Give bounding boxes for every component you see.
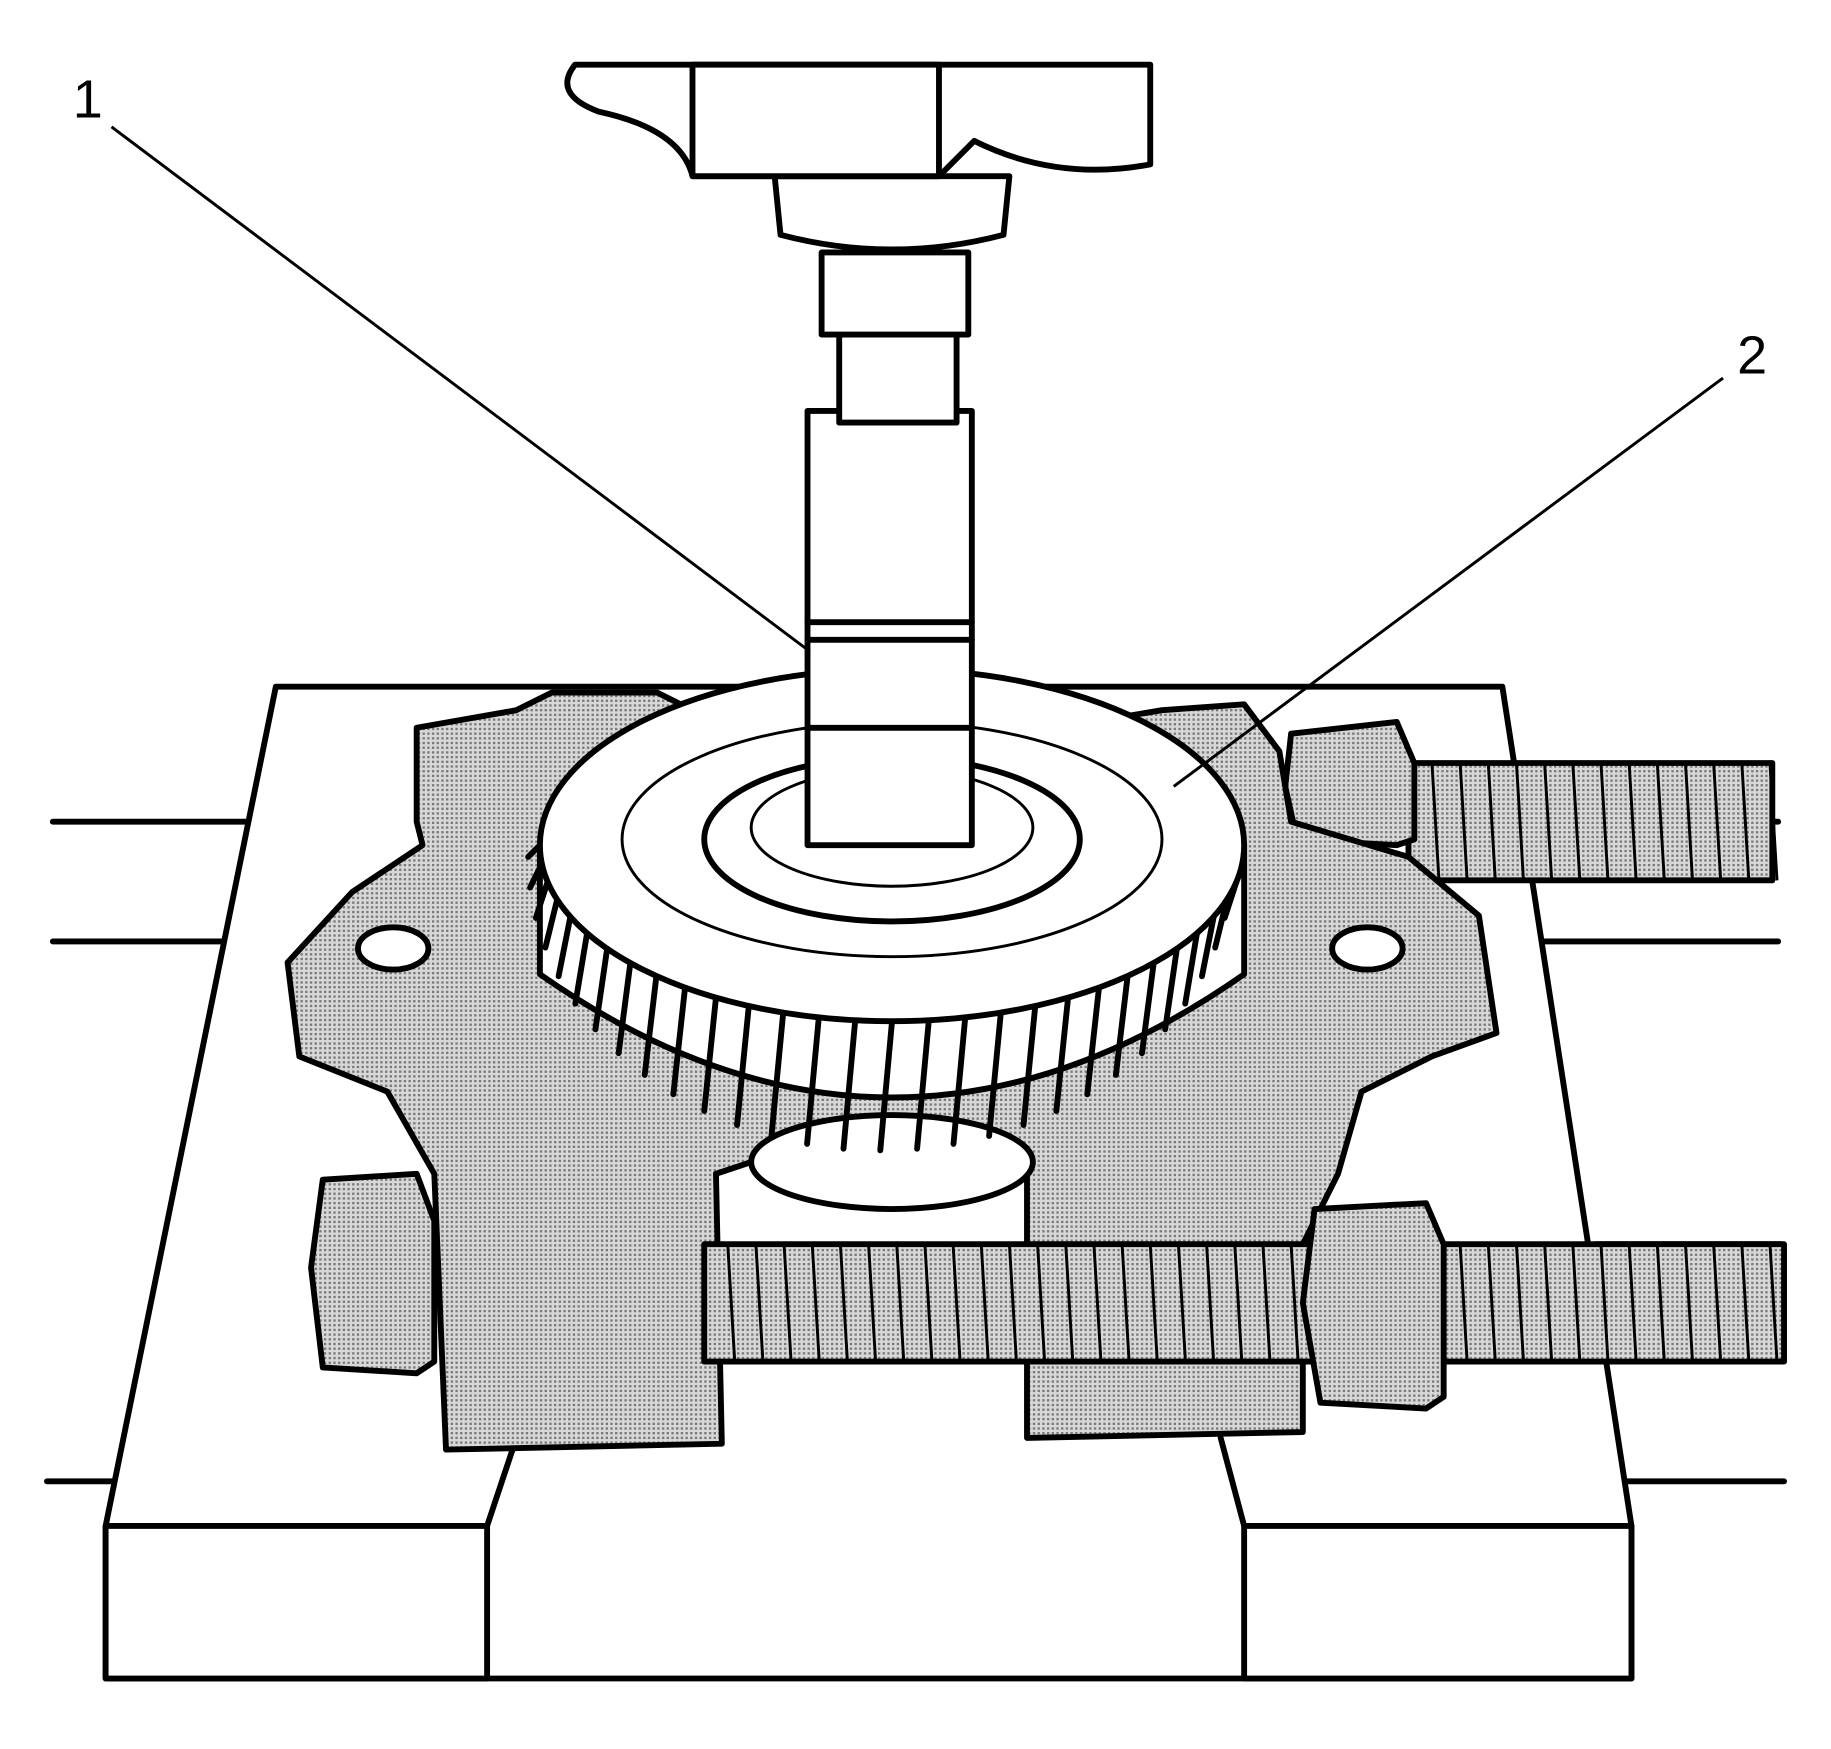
decorative-stroke	[979, 1244, 990, 1362]
decorative-stroke	[542, 896, 561, 951]
decorative-stroke	[615, 960, 634, 1057]
decorative-stroke	[1768, 1244, 1779, 1362]
decorative-stroke	[1053, 994, 1072, 1114]
decorative-stroke	[810, 1244, 821, 1362]
decorative-stroke	[726, 1244, 737, 1362]
upper-threaded-rod	[1282, 718, 1779, 884]
decorative-stroke	[572, 930, 591, 1007]
decorative-stroke	[1084, 984, 1102, 1098]
decorative-stroke	[1543, 1244, 1554, 1362]
decorative-stroke	[1514, 762, 1525, 881]
decorative-stroke	[782, 1244, 793, 1362]
decorative-stroke	[1627, 762, 1638, 881]
callout-label-2: 2	[1737, 325, 1767, 385]
decorative-stroke	[1655, 762, 1666, 881]
decorative-stroke	[840, 1017, 859, 1152]
decorative-stroke	[1458, 1244, 1469, 1362]
decorative-stroke	[1599, 762, 1610, 881]
decorative-stroke	[804, 1014, 822, 1147]
decorative-stroke	[1120, 1244, 1131, 1362]
decorative-stroke	[1514, 1244, 1525, 1362]
decorative-stroke	[1148, 1244, 1159, 1362]
decorative-stroke	[768, 1009, 787, 1139]
decorative-stroke	[923, 1244, 934, 1362]
decorative-stroke	[1212, 896, 1230, 951]
decorative-stroke	[1007, 1244, 1018, 1362]
right-support-block	[1241, 1522, 1635, 1682]
left-support-block	[102, 1522, 491, 1682]
decorative-stroke	[1430, 762, 1441, 881]
left-mount-hole	[355, 924, 432, 973]
decorative-stroke	[1458, 762, 1469, 881]
decorative-stroke	[1627, 1244, 1638, 1362]
decorative-stroke	[1182, 930, 1200, 1007]
decorative-stroke	[1655, 1244, 1666, 1362]
decorative-stroke	[877, 1018, 895, 1154]
decorative-stroke	[670, 984, 688, 1098]
decorative-stroke	[1064, 1244, 1075, 1362]
callout-2: 2	[1172, 325, 1767, 788]
decorative-stroke	[914, 1017, 932, 1152]
decorative-stroke	[1199, 913, 1217, 980]
decorative-stroke	[1571, 762, 1582, 881]
decorative-stroke	[1020, 1003, 1039, 1128]
right-hex-nut	[1299, 1200, 1447, 1412]
decorative-stroke	[895, 1244, 906, 1362]
decorative-stroke	[1162, 945, 1180, 1033]
decorative-stroke	[867, 1244, 878, 1362]
callout-1: 1	[73, 69, 811, 653]
decorative-stroke	[592, 945, 611, 1033]
decorative-stroke	[1683, 1244, 1694, 1362]
decorative-stroke	[1599, 1244, 1610, 1362]
decorative-stroke	[1683, 762, 1694, 881]
right-mount-hole	[1329, 924, 1406, 973]
decorative-stroke	[701, 994, 719, 1114]
decorative-stroke	[754, 1244, 765, 1362]
decorative-stroke	[1740, 762, 1751, 881]
decorative-stroke	[1092, 1244, 1103, 1362]
decorative-stroke	[1205, 1244, 1216, 1362]
decorative-stroke	[1261, 1244, 1272, 1362]
press-ram	[564, 61, 1154, 849]
decorative-stroke	[1740, 1244, 1751, 1362]
decorative-stroke	[734, 1003, 752, 1128]
decorative-stroke	[1486, 1244, 1497, 1362]
decorative-stroke	[1712, 1244, 1723, 1362]
decorative-stroke	[1289, 1244, 1300, 1362]
decorative-stroke	[1712, 762, 1723, 881]
decorative-stroke	[641, 973, 660, 1078]
decorative-stroke	[1139, 960, 1157, 1057]
left-hex-nut	[308, 1170, 438, 1377]
leader-line-1	[110, 125, 811, 653]
decorative-stroke	[1233, 1244, 1244, 1362]
leader-line-2	[1172, 376, 1724, 788]
decorative-stroke	[1768, 762, 1779, 881]
decorative-stroke	[1112, 973, 1131, 1078]
decorative-stroke	[986, 1009, 1004, 1139]
decorative-stroke	[1036, 1244, 1047, 1362]
decorative-stroke	[950, 1014, 969, 1147]
decorative-stroke	[1486, 762, 1497, 881]
lower-threaded-rod	[308, 1170, 1787, 1412]
decorative-stroke	[1571, 1244, 1582, 1362]
decorative-stroke	[555, 913, 574, 980]
callout-label-1: 1	[73, 69, 103, 129]
decorative-stroke	[1543, 762, 1554, 881]
decorative-stroke	[1176, 1244, 1187, 1362]
decorative-stroke	[951, 1244, 962, 1362]
decorative-stroke	[838, 1244, 849, 1362]
decorative-stroke	[532, 878, 551, 921]
